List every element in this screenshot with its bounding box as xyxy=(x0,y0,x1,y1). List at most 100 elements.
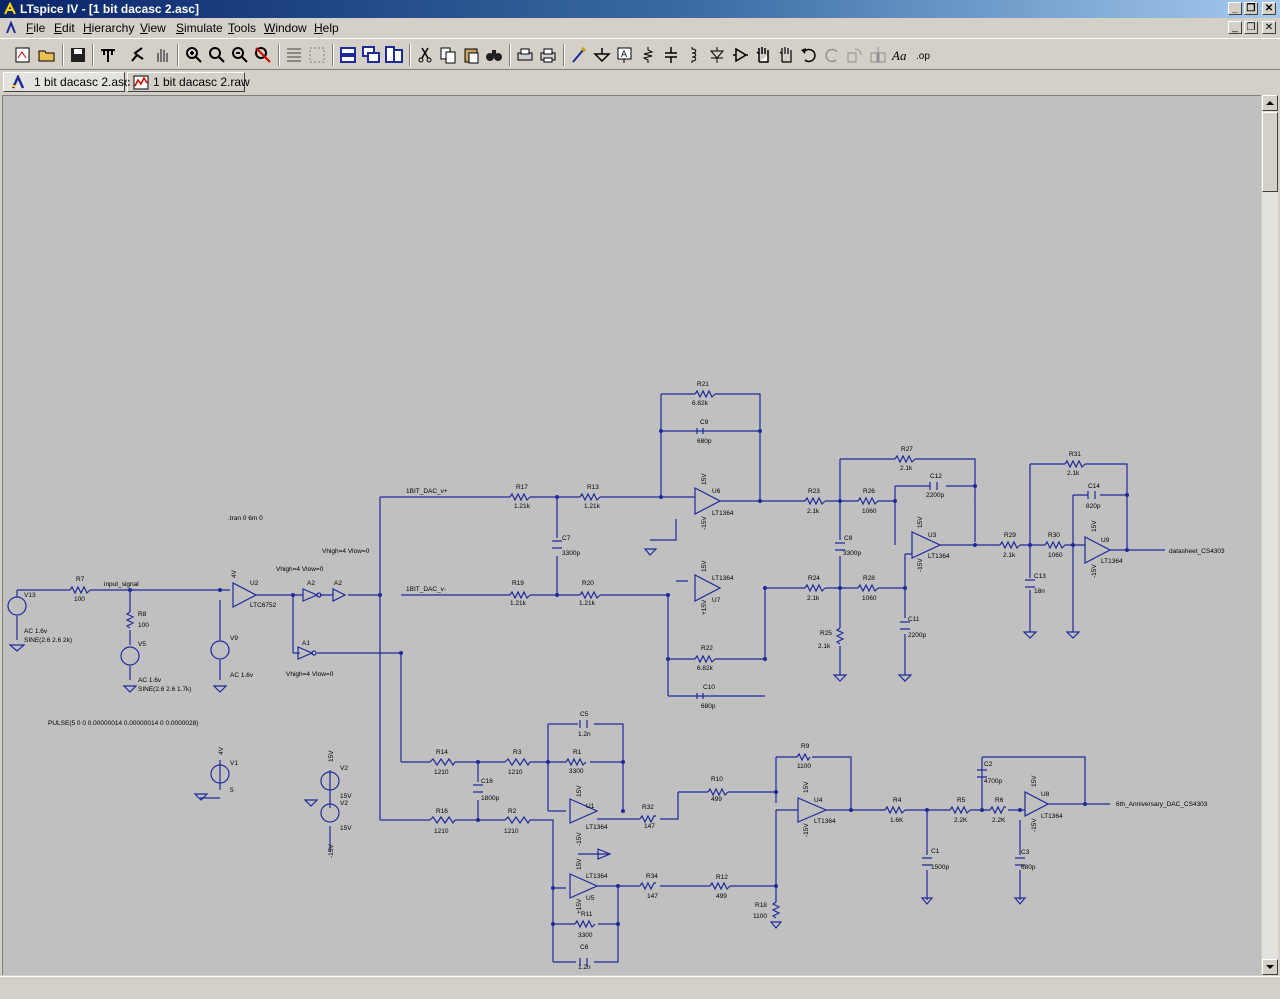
pulse-directive: PULSE(5 0 0 0.00000014 0.00000014 0 0.00… xyxy=(48,720,198,727)
redo-icon[interactable] xyxy=(822,45,842,65)
menu-hierarchy[interactable]: Hierarchy xyxy=(83,21,135,35)
r10-value: 499 xyxy=(711,796,722,803)
r10-ref: R10 xyxy=(711,776,723,783)
new-schematic-icon[interactable] xyxy=(13,45,33,65)
c2-ref: C2 xyxy=(984,761,993,768)
close-button[interactable]: ✕ xyxy=(1262,2,1276,15)
u7-vneg: +15V xyxy=(701,599,708,615)
r16-value: 1210 xyxy=(434,828,449,835)
tile-horizontal-icon[interactable] xyxy=(338,45,358,65)
u9-ref: U9 xyxy=(1101,537,1110,544)
control-panel-icon[interactable] xyxy=(98,45,118,65)
u2-ref: U2 xyxy=(250,580,259,587)
digital-gate-symbols xyxy=(297,588,347,660)
tab-waveform[interactable]: 1 bit dacasc 2.raw xyxy=(127,72,250,92)
print-icon[interactable] xyxy=(538,45,558,65)
r13-ref: R13 xyxy=(587,484,599,491)
zoom-in-icon[interactable] xyxy=(184,45,204,65)
copy-icon[interactable] xyxy=(438,45,458,65)
r17-ref: R17 xyxy=(516,484,528,491)
component-icon[interactable] xyxy=(730,45,750,65)
minimize-button[interactable]: _ xyxy=(1228,2,1242,15)
r4-value: 1.6K xyxy=(890,817,904,824)
menu-tools[interactable]: Tools xyxy=(228,21,257,35)
run-icon[interactable] xyxy=(128,45,148,65)
r8-ref: R8 xyxy=(138,611,147,618)
net-dac-neg: 1BIT_DAC_v- xyxy=(406,586,446,593)
restore-button[interactable]: ❐ xyxy=(1244,2,1258,15)
title-bar[interactable]: LTspice IV - [1 bit dacasc 2.asc] _ ❐ ✕ xyxy=(0,0,1280,18)
document-system-icon[interactable] xyxy=(4,21,18,35)
print-setup-icon[interactable] xyxy=(515,45,535,65)
window-title: LTspice IV - [1 bit dacasc 2.asc] xyxy=(20,2,199,16)
status-bar xyxy=(0,976,1280,999)
schematic-canvas[interactable]: V13 AC 1.6v SINE(2.6 2.6 2k) R7 100 inpu… xyxy=(2,95,1261,975)
menu-help[interactable]: Help xyxy=(314,21,339,35)
paste-icon[interactable] xyxy=(461,45,481,65)
halt-icon[interactable] xyxy=(152,45,172,65)
label-net-icon[interactable]: A xyxy=(615,45,635,65)
vertical-scrollbar[interactable] xyxy=(1262,95,1278,975)
menu-window[interactable]: Window xyxy=(264,21,307,35)
tile-vertical-icon[interactable] xyxy=(384,45,404,65)
drag-icon[interactable] xyxy=(776,45,796,65)
r7-value: 100 xyxy=(74,596,85,603)
c1-value: 1500p xyxy=(931,864,949,871)
rotate-icon[interactable] xyxy=(845,45,865,65)
menu-edit[interactable]: Edit xyxy=(54,21,75,35)
a2-params: Vhigh=4 Vlow=0 xyxy=(322,548,370,555)
r14-ref: R14 xyxy=(436,749,448,756)
spice-directive-icon[interactable]: .op xyxy=(914,45,934,65)
zoom-out-icon[interactable] xyxy=(230,45,250,65)
child-close-button[interactable]: ✕ xyxy=(1262,21,1276,34)
scroll-thumb[interactable] xyxy=(1262,112,1278,192)
zoom-cancel-icon[interactable] xyxy=(253,45,273,65)
v2a-value: 15V xyxy=(340,793,352,800)
r3-ref: R3 xyxy=(513,749,522,756)
u1-vneg: -15V xyxy=(576,832,583,846)
move-icon[interactable] xyxy=(753,45,773,65)
undo-icon[interactable] xyxy=(799,45,819,65)
ground-icon[interactable] xyxy=(592,45,612,65)
scroll-up-button[interactable] xyxy=(1262,95,1278,111)
tab-schematic[interactable]: 1 bit dacasc 2.asc xyxy=(3,72,130,92)
c16-ref: C16 xyxy=(481,778,493,785)
zoom-area-icon[interactable] xyxy=(207,45,227,65)
capacitor-icon[interactable] xyxy=(661,45,681,65)
cascade-icon[interactable] xyxy=(361,45,381,65)
c16-value: 1800p xyxy=(481,795,499,802)
resistor-icon[interactable] xyxy=(638,45,658,65)
u3-model: LT1364 xyxy=(928,553,950,560)
child-minimize-button[interactable]: _ xyxy=(1228,21,1242,34)
r1-ref: R1 xyxy=(573,749,582,756)
grid-icon[interactable] xyxy=(307,45,327,65)
v13-sine: SINE(2.6 2.6 2k) xyxy=(24,637,72,644)
c6-ref: C6 xyxy=(580,944,589,951)
u4-ref: U4 xyxy=(814,797,823,804)
inductor-icon[interactable] xyxy=(684,45,704,65)
text-icon[interactable]: Aa xyxy=(891,45,911,65)
u4-model: LT1364 xyxy=(814,818,836,825)
find-icon[interactable] xyxy=(484,45,504,65)
c9-value: 680p xyxy=(697,438,712,445)
wire-icon[interactable] xyxy=(569,45,589,65)
menu-file[interactable]: File xyxy=(26,21,46,35)
r17-value: 1.21k xyxy=(514,503,531,510)
diode-icon[interactable] xyxy=(707,45,727,65)
open-icon[interactable] xyxy=(37,45,57,65)
v2-vneg: -15V xyxy=(328,844,335,858)
inverter-bubbles xyxy=(311,592,322,656)
child-restore-button[interactable]: ❐ xyxy=(1244,21,1258,34)
menu-simulate[interactable]: Simulate xyxy=(176,21,223,35)
a1-params: Vhigh=4 Vlow=0 xyxy=(286,671,334,678)
c8-ref: C8 xyxy=(844,535,853,542)
scroll-down-button[interactable] xyxy=(1262,959,1278,975)
mirror-icon[interactable] xyxy=(868,45,888,65)
c5-ref: C5 xyxy=(580,711,589,718)
autorange-icon[interactable] xyxy=(284,45,304,65)
v2b-value: 15V xyxy=(340,825,352,832)
cut-icon[interactable] xyxy=(415,45,435,65)
save-icon[interactable] xyxy=(68,45,88,65)
menu-view[interactable]: View xyxy=(140,21,166,35)
r18-ref: R18 xyxy=(755,902,767,909)
